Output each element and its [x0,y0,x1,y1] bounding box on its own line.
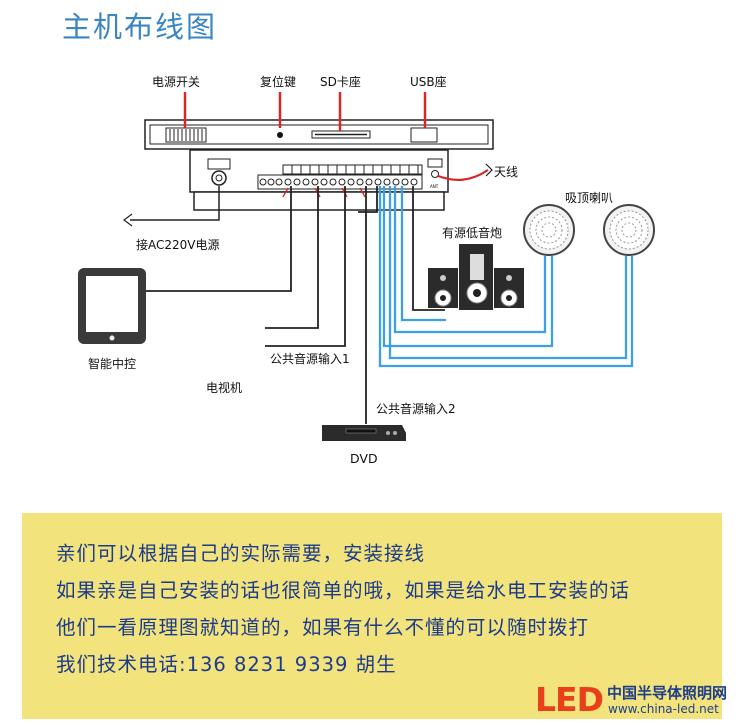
label-sd-slot: SD卡座 [320,75,361,89]
page-title: 主机布线图 [62,10,218,44]
ceiling-speaker-icon [603,204,655,256]
label-usb-port: USB座 [410,75,447,89]
svg-text:ANT: ANT [430,184,439,189]
signal-wires [145,186,445,424]
dvd-player-icon [322,425,406,441]
label-subwoofer: 有源低音炮 [442,226,503,240]
host-rear-panel: ANT [189,149,449,211]
label-markers [183,92,427,131]
label-public-audio-1: 公共音源输入1 [270,352,350,366]
notice-line-2: 如果亲是自己安装的话也很简单的哦，如果是给水电工安装的话 [56,579,631,602]
ac-power-cable [130,186,220,221]
logo-name: 中国半导体照明网 [607,684,728,702]
antenna-wire [437,169,489,182]
label-power-switch: 电源开关 [152,75,201,89]
label-ceiling-speaker: 吸顶喇叭 [565,191,614,205]
subwoofer-icon [428,244,524,310]
label-smart-control: 智能中控 [88,357,137,371]
logo-brand: LED [535,680,604,719]
notice-line-4: 我们技术电话:136 8231 9339 胡生 [56,653,397,676]
wiring-diagram: ANT [78,92,655,441]
sd-slot-icon [311,130,371,139]
host-front-panel [144,119,494,150]
reset-key-icon [277,132,283,138]
label-tv: 电视机 [206,381,243,395]
tablet-icon [78,268,146,344]
notice-line-1: 亲们可以根据自己的实际需要，安装接线 [56,542,426,565]
label-antenna: 天线 [494,165,519,179]
notice-line-3: 他们一看原理图就知道的，如果有什么不懂的可以随时拨打 [56,616,590,639]
label-reset-key: 复位键 [260,75,297,89]
antenna-jack-icon [431,170,439,178]
speaker-wires [378,186,634,368]
ceiling-speaker-icon [523,204,575,256]
logo-url: www.china-led.net [608,702,719,716]
label-public-audio-2: 公共音源输入2 [376,402,456,416]
usb-port-icon [410,127,438,143]
site-logo: LED 中国半导体照明网 www.china-led.net [535,680,745,724]
label-dvd: DVD [350,451,378,466]
terminal-block [257,164,423,190]
notice-box: 亲们可以根据自己的实际需要，安装接线 如果亲是自己安装的话也很简单的哦，如果是给… [22,513,722,719]
power-switch-icon [165,127,207,143]
label-ac-power: 接AC220V电源 [136,238,220,252]
